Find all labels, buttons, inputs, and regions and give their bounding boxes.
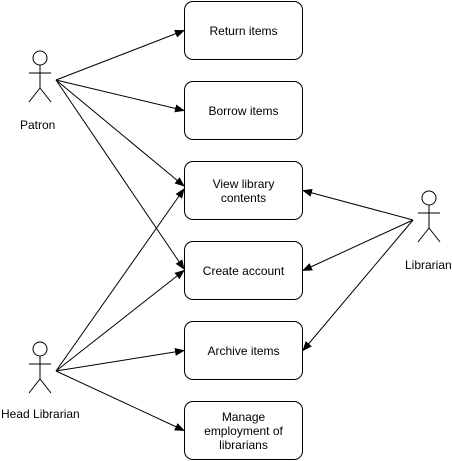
use-case-label: Archive items [207, 343, 280, 358]
association-patron-to-create [55, 79, 185, 270]
association-lines [55, 30, 414, 431]
actor-leg [39, 378, 52, 394]
use-case-view-library-contents[interactable]: View library contents [184, 161, 303, 220]
association-head-to-view [55, 188, 185, 372]
use-case-label: Create account [202, 263, 285, 278]
actor-label-librarian: Librarian [405, 258, 452, 272]
use-case-return-items[interactable]: Return items [184, 1, 303, 60]
actor-leg [428, 227, 441, 243]
actor-figure-head[interactable] [28, 341, 52, 394]
association-librarian-to-archive [302, 219, 414, 352]
actor-label-patron: Patron [20, 118, 56, 132]
actor-figure-patron[interactable] [28, 50, 52, 103]
use-case-create-account[interactable]: Create account [184, 241, 303, 300]
association-head-to-archive [55, 347, 185, 372]
actor-head [32, 341, 48, 357]
use-case-label: Return items [209, 23, 278, 38]
association-patron-to-return [55, 30, 185, 81]
use-case-label: Manage employment of librarians [204, 409, 283, 452]
actor-leg [417, 227, 430, 243]
use-case-label: View library contents [212, 176, 275, 205]
use-case-archive-items[interactable]: Archive items [184, 321, 303, 380]
association-head-to-create [55, 269, 185, 372]
association-librarian-to-create [302, 219, 414, 271]
actor-figure-librarian[interactable] [417, 190, 441, 243]
association-head-to-manage [55, 370, 185, 431]
actor-leg [39, 87, 52, 103]
actor-label-head-librarian: Head Librarian [1, 407, 80, 421]
use-case-label: Borrow items [208, 103, 279, 118]
use-case-manage-employment[interactable]: Manage employment of librarians [184, 401, 303, 460]
association-librarian-to-view [302, 188, 414, 221]
actor-leg [28, 378, 41, 394]
actor-head [421, 190, 437, 206]
association-patron-to-view [55, 79, 185, 187]
actor-head [32, 50, 48, 66]
use-case-borrow-items[interactable]: Borrow items [184, 81, 303, 140]
association-patron-to-borrow [55, 79, 185, 113]
actor-leg [28, 87, 41, 103]
actor-figures [28, 50, 441, 394]
